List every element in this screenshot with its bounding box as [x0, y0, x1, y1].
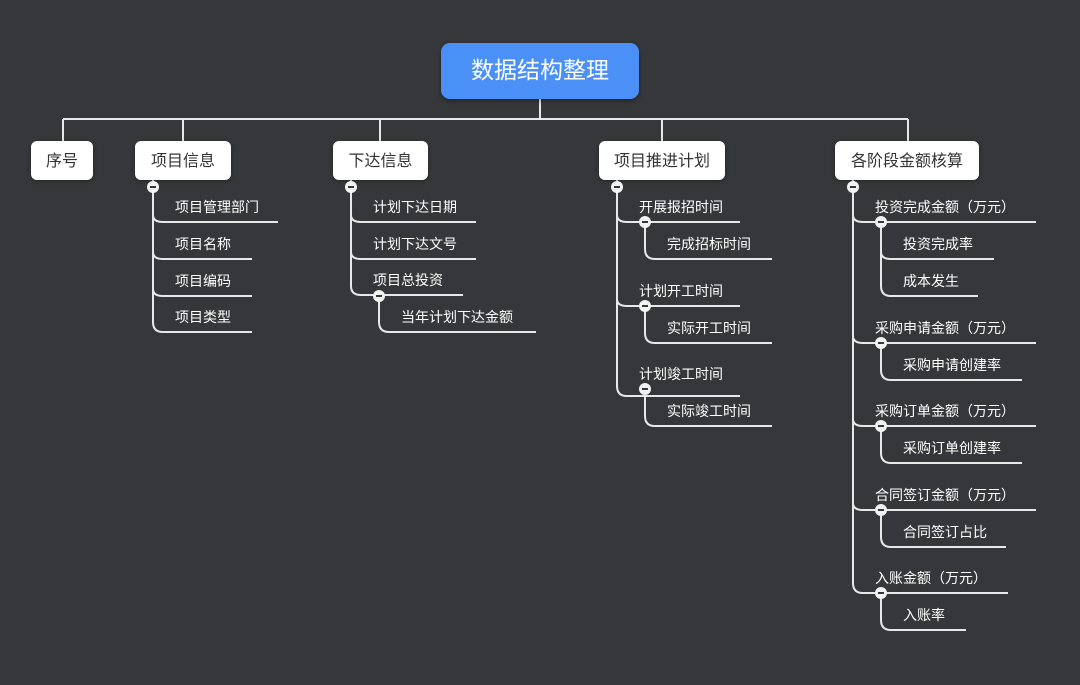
leaf-node[interactable]: 项目类型 — [175, 310, 231, 326]
leaf-node[interactable]: 计划竣工时间 — [639, 367, 723, 383]
collapse-icon[interactable] — [639, 383, 651, 395]
leaf-node[interactable]: 入账率 — [903, 608, 945, 624]
branch-node-progress-plan[interactable]: 项目推进计划 — [599, 141, 725, 180]
leaf-node[interactable]: 采购订单创建率 — [903, 441, 1001, 457]
collapse-icon[interactable] — [875, 504, 887, 516]
leaf-node[interactable]: 实际竣工时间 — [667, 404, 751, 420]
collapse-icon[interactable] — [875, 420, 887, 432]
leaf-node[interactable]: 采购申请创建率 — [903, 358, 1001, 374]
collapse-icon[interactable] — [639, 300, 651, 312]
leaf-node[interactable]: 项目名称 — [175, 237, 231, 253]
collapse-icon[interactable] — [345, 181, 357, 193]
leaf-node[interactable]: 实际开工时间 — [667, 321, 751, 337]
leaf-node[interactable]: 投资完成金额（万元） — [875, 200, 1015, 216]
branch-node-issue-info[interactable]: 下达信息 — [333, 141, 428, 180]
collapse-icon[interactable] — [611, 181, 623, 193]
leaf-node[interactable]: 开展报招时间 — [639, 200, 723, 216]
branch-node-serial[interactable]: 序号 — [31, 141, 93, 180]
leaf-node[interactable]: 入账金额（万元） — [875, 571, 987, 587]
leaf-node[interactable]: 计划开工时间 — [639, 284, 723, 300]
leaf-node[interactable]: 成本发生 — [903, 274, 959, 290]
leaf-node[interactable]: 投资完成率 — [903, 237, 973, 253]
leaf-node[interactable]: 项目管理部门 — [175, 200, 259, 216]
root-node[interactable]: 数据结构整理 — [441, 43, 639, 99]
collapse-icon[interactable] — [847, 181, 859, 193]
collapse-icon[interactable] — [147, 181, 159, 193]
collapse-icon[interactable] — [875, 587, 887, 599]
branch-node-project-info[interactable]: 项目信息 — [135, 141, 231, 180]
leaf-node[interactable]: 项目总投资 — [373, 273, 443, 289]
leaf-node[interactable]: 合同签订金额（万元） — [875, 488, 1015, 504]
leaf-node[interactable]: 采购申请金额（万元） — [875, 321, 1015, 337]
collapse-icon[interactable] — [875, 216, 887, 228]
branch-node-stage-amounts[interactable]: 各阶段金额核算 — [835, 141, 979, 180]
leaf-node[interactable]: 计划下达文号 — [373, 237, 457, 253]
leaf-node[interactable]: 当年计划下达金额 — [401, 310, 513, 326]
leaf-node[interactable]: 项目编码 — [175, 274, 231, 290]
leaf-node[interactable]: 完成招标时间 — [667, 237, 751, 253]
collapse-icon[interactable] — [373, 290, 385, 302]
leaf-node[interactable]: 计划下达日期 — [373, 200, 457, 216]
collapse-icon[interactable] — [875, 337, 887, 349]
leaf-node[interactable]: 采购订单金额（万元） — [875, 404, 1015, 420]
collapse-icon[interactable] — [639, 216, 651, 228]
leaf-node[interactable]: 合同签订占比 — [903, 525, 987, 541]
